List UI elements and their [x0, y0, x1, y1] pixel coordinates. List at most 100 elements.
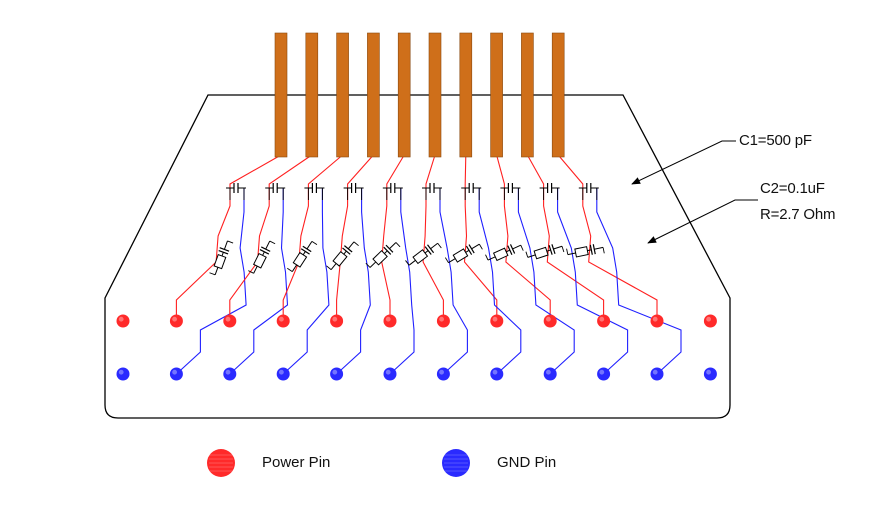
pin-grid — [116, 314, 717, 381]
power-trace — [422, 154, 444, 321]
legend-markers — [207, 449, 470, 477]
power-pin — [276, 314, 290, 328]
lead — [437, 242, 442, 249]
power-trace — [557, 154, 658, 321]
pin-highlight — [599, 316, 605, 322]
pin-body — [650, 367, 664, 381]
lead — [594, 246, 604, 250]
gnd-pin — [116, 367, 130, 381]
gnd-trace — [176, 188, 247, 375]
c2-plate — [300, 248, 310, 255]
pin-highlight — [706, 316, 711, 322]
pin-highlight — [332, 316, 338, 322]
contact-finger — [305, 32, 319, 158]
lead — [262, 251, 265, 256]
pin-body — [276, 367, 290, 381]
gnd-pin — [490, 367, 504, 381]
lead — [520, 244, 524, 251]
pin-body — [650, 314, 664, 328]
c2-plate — [342, 247, 351, 255]
power-pin — [223, 314, 237, 328]
power-pin — [330, 314, 344, 328]
lead — [221, 252, 224, 257]
resistor — [533, 246, 549, 260]
lead — [209, 272, 216, 276]
contact-finger — [551, 32, 565, 158]
lead — [311, 241, 318, 246]
lead — [248, 270, 254, 274]
lead — [512, 244, 521, 250]
pin-body — [169, 367, 183, 381]
pin-highlight — [225, 316, 231, 322]
gnd-trace — [389, 188, 415, 375]
power-trace — [526, 154, 605, 321]
callout-arrows — [631, 140, 758, 244]
lead — [505, 249, 511, 253]
lead — [395, 242, 401, 248]
lead — [227, 240, 234, 244]
pin-highlight — [225, 369, 231, 375]
power-trace — [229, 154, 313, 321]
power-pin — [490, 314, 504, 328]
pin-highlight — [546, 369, 551, 375]
contact-finger — [490, 32, 503, 158]
lead — [347, 241, 355, 250]
gnd-pin — [276, 367, 290, 381]
power-pin — [650, 314, 664, 328]
pin-body — [116, 367, 130, 381]
pin-highlight — [385, 369, 391, 375]
power-pin — [703, 314, 717, 328]
lead — [566, 248, 569, 255]
lead — [587, 249, 592, 252]
gnd-pin — [543, 367, 557, 381]
c2-r-callout-arrow — [647, 199, 758, 244]
contact-finger — [367, 32, 380, 158]
gnd-pin — [650, 367, 664, 381]
lead — [471, 243, 480, 250]
r-annotation: R=2.7 Ohm — [760, 206, 836, 223]
pin-highlight — [652, 369, 658, 375]
lead — [546, 249, 551, 252]
c2-annotation: C2=0.1uF — [760, 180, 825, 197]
board-outline — [104, 94, 731, 419]
decoupling-network — [304, 183, 325, 200]
c2-plate — [219, 247, 230, 252]
gnd-pin — [383, 367, 397, 381]
power-pin — [383, 314, 397, 328]
power-pin — [436, 314, 450, 328]
resistor — [574, 246, 589, 258]
decoupling-network — [578, 183, 599, 200]
pin-body — [490, 314, 504, 328]
c2-plate — [589, 244, 593, 255]
power-trace — [175, 154, 282, 321]
legend-gnd-marker — [442, 449, 470, 477]
lead — [306, 241, 313, 250]
lead — [567, 252, 576, 256]
pin-body — [543, 367, 557, 381]
lead — [365, 262, 371, 268]
pin-highlight — [439, 369, 444, 375]
power-pin — [169, 314, 183, 328]
decoupling-network — [265, 183, 286, 200]
c2-plate — [427, 244, 435, 254]
c2-plate — [218, 249, 229, 255]
contact-finger — [274, 32, 288, 158]
pin-body — [330, 367, 344, 381]
contact-finger — [428, 32, 442, 158]
lead — [405, 260, 410, 266]
c2-r-network — [485, 244, 524, 262]
legend-dot — [207, 449, 235, 477]
lead — [269, 240, 276, 245]
lead — [527, 254, 536, 258]
gnd-trace — [439, 188, 468, 375]
decoupling-network — [343, 183, 364, 200]
pin-highlight — [439, 316, 444, 322]
contact-finger — [397, 32, 411, 158]
gnd-trace — [517, 188, 575, 375]
pin-highlight — [652, 316, 658, 322]
traces — [175, 154, 682, 375]
lead — [424, 250, 429, 254]
decoupling-network — [382, 183, 403, 200]
power-pin — [543, 314, 557, 328]
c2-plate — [383, 246, 392, 255]
